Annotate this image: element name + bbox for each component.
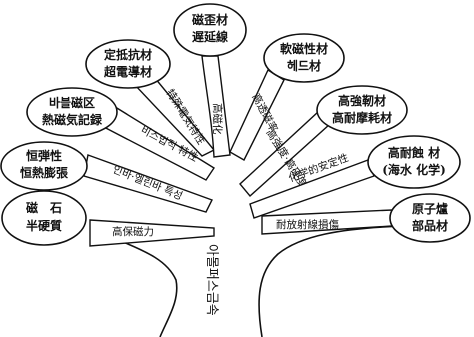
bubble-magnet-line2: 半硬質 bbox=[26, 218, 62, 233]
bubble-magnet-line1: 磁 石 bbox=[25, 200, 62, 215]
bubble-resistor bbox=[85, 39, 171, 89]
bubble-highstrength bbox=[316, 85, 408, 135]
bubble-elastic bbox=[0, 141, 88, 191]
branch-label-5: 高磁化 bbox=[211, 103, 224, 135]
branch-label-1: 高保磁力 bbox=[112, 225, 154, 238]
bubble-bubbledomain bbox=[26, 87, 118, 137]
bubble-magnet bbox=[1, 190, 87, 246]
bubble-softmagnetic-line2: 헤드材 bbox=[287, 58, 321, 73]
bubble-bubbledomain-line2: 熱磁気記録 bbox=[42, 112, 103, 127]
bubble-elastic-line2: 恒熱膨張 bbox=[20, 165, 69, 180]
bubble-bubbledomain-line1: 바블磁区 bbox=[49, 95, 95, 110]
bubble-highstrength-line2: 高耐摩耗材 bbox=[332, 110, 392, 125]
bubble-reactor bbox=[389, 193, 471, 243]
bubble-resistor-line1: 定抵抗材 bbox=[104, 47, 152, 62]
bubble-magnetostrictive-line1: 磁歪材 bbox=[191, 12, 228, 27]
bubble-softmagnetic-line1: 軟磁性材 bbox=[280, 41, 328, 56]
branch-label-9: 耐放射線損傷 bbox=[276, 218, 339, 231]
bubble-reactor-line1: 原子爐 bbox=[412, 201, 448, 216]
branch-arm-5 bbox=[201, 55, 231, 158]
bubble-softmagnetic bbox=[263, 33, 345, 83]
bubble-magnetostrictive-line2: 遅延線 bbox=[192, 29, 228, 44]
trunk-label: 아몰퍼스금속 bbox=[204, 244, 219, 316]
bubble-reactor-line2: 部品材 bbox=[412, 218, 448, 233]
bubble-resistor-line2: 超電導材 bbox=[103, 64, 152, 79]
trunk-right-outline bbox=[258, 225, 406, 337]
trunk-left-outline bbox=[107, 235, 178, 337]
branch-arm-1 bbox=[89, 219, 215, 247]
bubble-highstrength-line1: 高強靭材 bbox=[338, 93, 386, 108]
bubble-corrosion-line1: 高耐蝕 材 bbox=[388, 145, 440, 160]
bubble-corrosion bbox=[367, 135, 461, 189]
bubble-elastic-line1: 恒弾性 bbox=[26, 148, 62, 163]
bubble-corrosion-line2: (海水 化学) bbox=[382, 162, 446, 177]
bubble-magnetostrictive bbox=[173, 3, 247, 57]
